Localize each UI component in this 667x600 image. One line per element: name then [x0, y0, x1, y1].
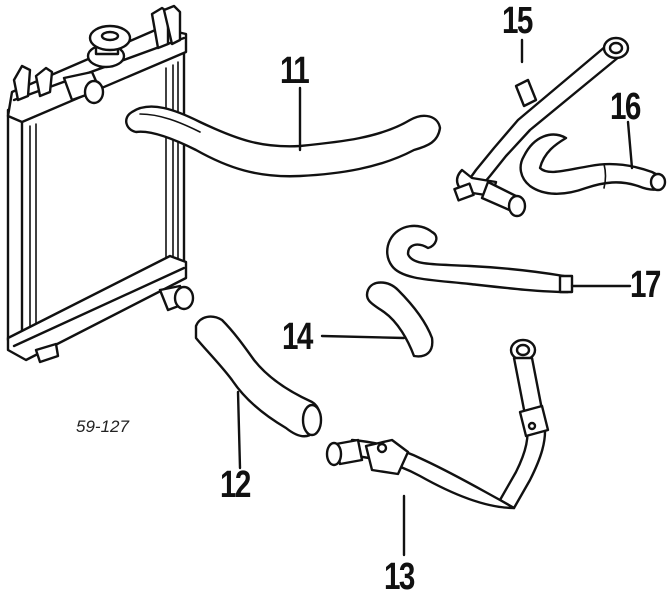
radiator	[6, 4, 195, 364]
callout-13: 13	[384, 556, 415, 598]
leader-12	[236, 390, 242, 470]
upper-radiator-hose	[125, 105, 442, 178]
bypass-hose	[519, 133, 667, 195]
callout-12: 12	[220, 464, 251, 506]
figure-reference-code: 59-127	[76, 417, 129, 436]
callout-17: 17	[630, 264, 661, 306]
water-inlet-pipe	[325, 338, 550, 510]
leader-14	[320, 334, 406, 340]
callout-14: 14	[282, 316, 313, 358]
leader-16	[626, 120, 634, 170]
lower-radiator-hose	[194, 315, 323, 438]
water-pipe-assembly	[453, 36, 630, 218]
callout-11: 11	[280, 50, 310, 92]
callout-16: 16	[610, 86, 641, 128]
callout-15: 15	[502, 0, 533, 42]
short-bent-hose	[365, 281, 434, 358]
curved-water-hose	[386, 224, 574, 294]
leader-lines	[236, 38, 634, 557]
